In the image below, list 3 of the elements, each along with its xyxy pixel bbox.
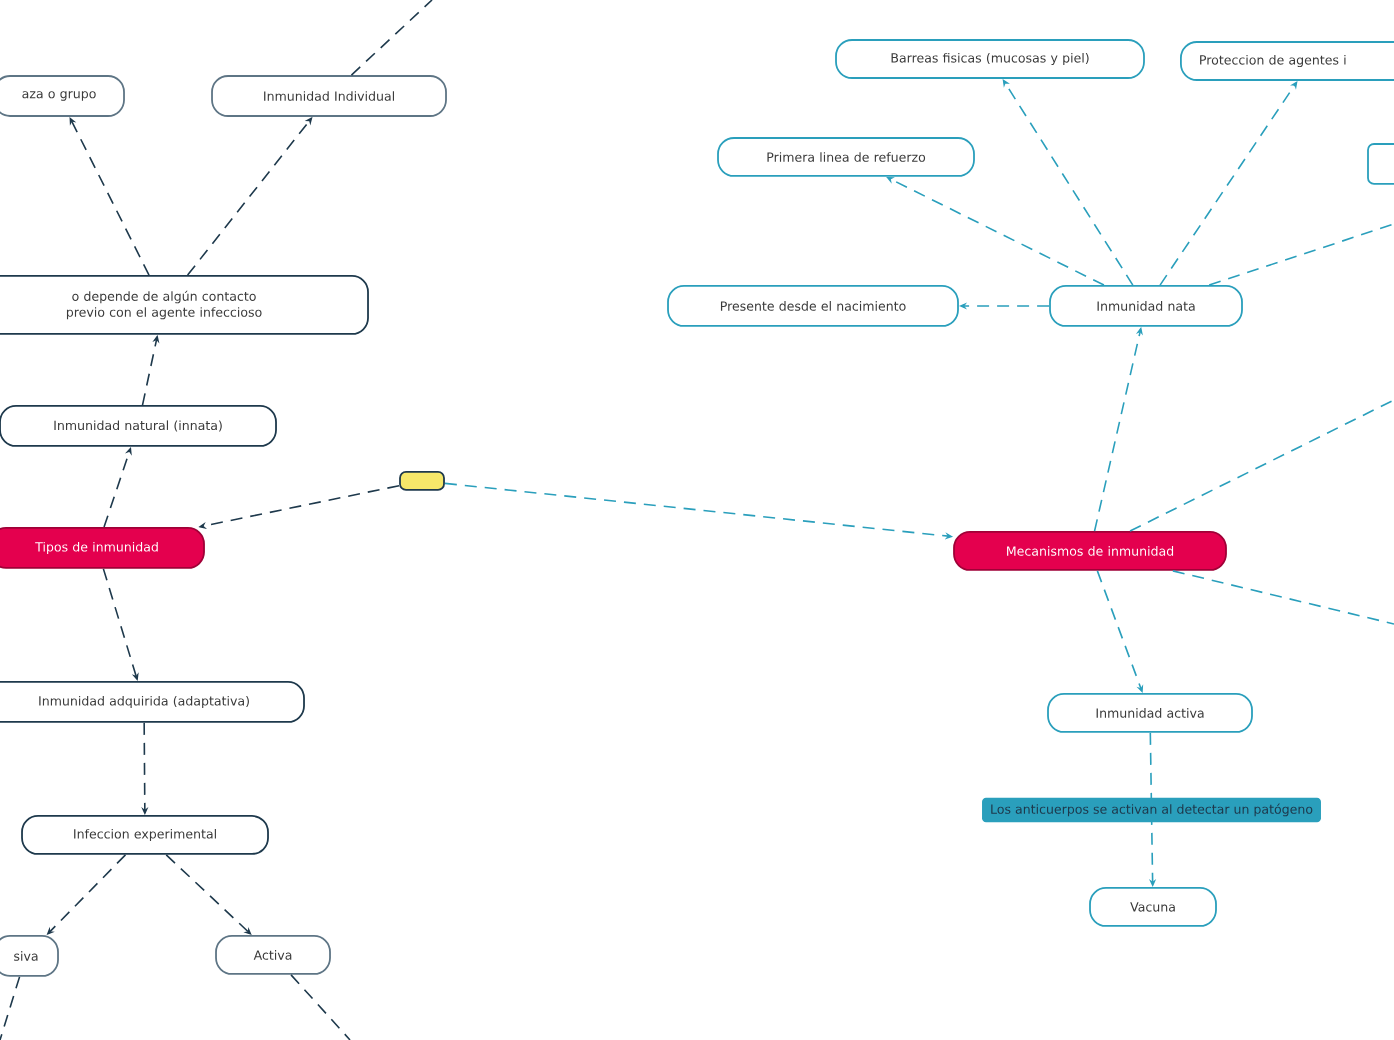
- empty-box: [1367, 143, 1394, 185]
- connector-arrow: [886, 176, 1105, 286]
- empty-box: [399, 471, 445, 491]
